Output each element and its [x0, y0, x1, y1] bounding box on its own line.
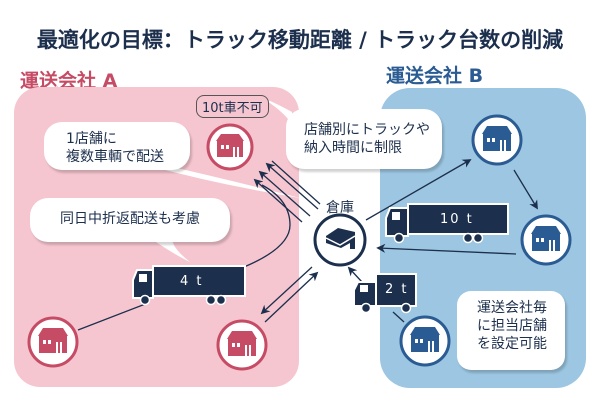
truck-2t-label: 2 t [385, 282, 409, 297]
company-a-label: 運送会社 A [20, 70, 118, 92]
callout-assignment: 運送会社毎 に担当店舗 を設定可能 [457, 291, 565, 370]
store-b3-icon [399, 315, 451, 367]
truck-10t-icon [385, 203, 509, 244]
diagram-title: 最適化の目標：トラック移動距離 / トラック台数の削減 [36, 28, 564, 52]
callout-assignment-line-3: を設定可能 [477, 336, 547, 352]
route-store-b1-to-store-b2 [513, 169, 538, 210]
truck-2t-icon [353, 273, 417, 314]
route-store-b2-to-warehouse [376, 243, 517, 255]
truck-10t-label: 10 t [440, 212, 474, 227]
store-a2-icon [27, 316, 79, 368]
store-a3-icon [216, 319, 268, 371]
store-b1-icon [471, 114, 523, 166]
route-2t-to-store-b3 [392, 311, 405, 323]
company-b-label: 運送会社 B [386, 65, 484, 87]
route-4t-to-store-a2 [77, 302, 149, 331]
warehouse-icon [313, 213, 367, 267]
callout-same-day-text: 同日中折返配送も考慮 [60, 211, 200, 227]
truck-4t-label: 4 t [180, 274, 204, 289]
callout-restrictions-line-2: 納入時間に制限 [304, 140, 402, 156]
callout-same-day: 同日中折返配送も考慮 [30, 198, 230, 242]
callout-tail-restrict [262, 98, 292, 124]
callout-restrictions: 店舗別にトラックや 納入時間に制限 [286, 109, 442, 169]
callout-multi-vehicle: 1店舗に 複数車輌で配送 [44, 122, 190, 170]
callout-tail-multi [150, 166, 300, 198]
no-10t-badge: 10t車不可 [196, 95, 269, 118]
route-2t-to-warehouse [347, 266, 363, 283]
callout-assignment-line-2: に担当店舗 [477, 318, 547, 334]
route-4t-to-warehouse [233, 184, 291, 272]
callout-restrictions-line-1: 店舗別にトラックや [304, 122, 430, 138]
store-b2-icon [520, 214, 572, 266]
truck-4t-icon [132, 265, 246, 306]
callout-assignment-line-1: 運送会社毎 [477, 300, 547, 316]
callout-multi-vehicle-line-1: 1店舗に [66, 131, 117, 147]
callout-multi-vehicle-line-2: 複数車輌で配送 [66, 149, 164, 165]
arrows-warehouse-store-a3 [260, 266, 319, 323]
warehouse-label: 倉庫 [326, 200, 354, 216]
route-warehouse-to-store-b1 [365, 159, 472, 221]
store-a1-icon [206, 123, 254, 171]
arrows-warehouse-store-a1 [253, 160, 321, 223]
callout-tail-sameday [150, 238, 190, 262]
